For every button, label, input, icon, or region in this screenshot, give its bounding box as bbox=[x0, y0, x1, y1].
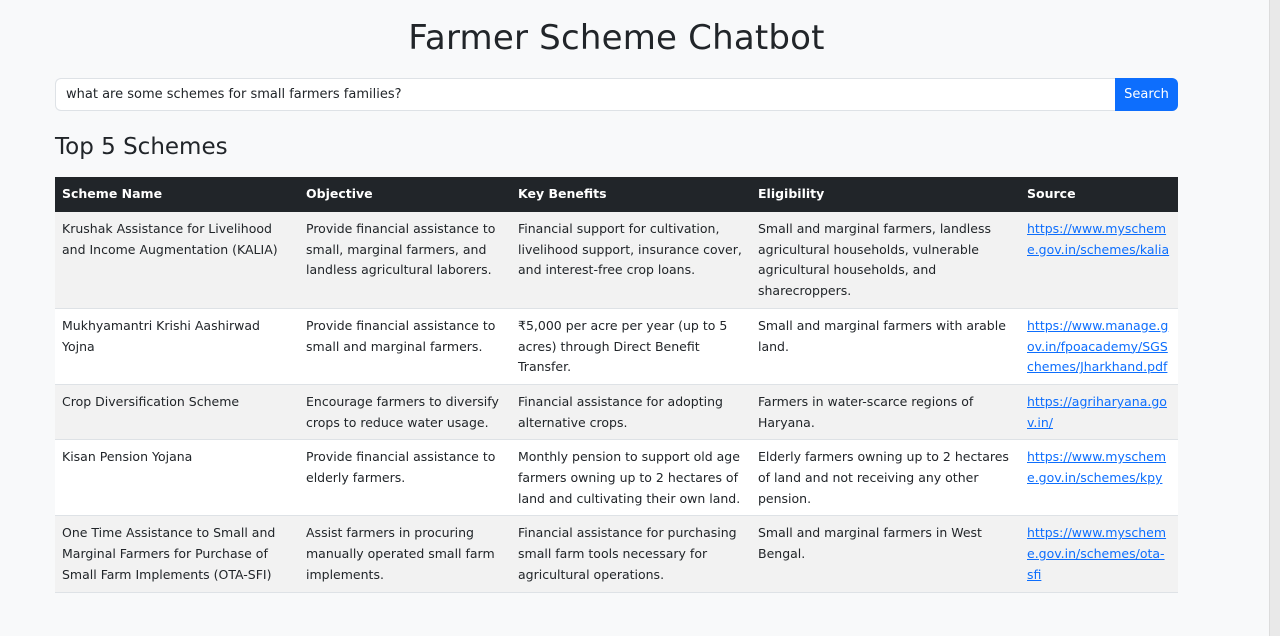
table-header-row: Scheme Name Objective Key Benefits Eligi… bbox=[55, 177, 1178, 212]
table-row: Crop Diversification Scheme Encourage fa… bbox=[55, 384, 1178, 441]
objective-cell: Provide financial assistance to elderly … bbox=[299, 439, 511, 517]
search-button[interactable]: Search bbox=[1115, 78, 1178, 111]
eligibility-cell: Small and marginal farmers with arable l… bbox=[751, 308, 1020, 385]
page-scrollbar[interactable] bbox=[1269, 0, 1280, 636]
scheme-name-cell: Mukhyamantri Krishi Aashirwad Yojna bbox=[55, 308, 299, 385]
source-cell: https://www.myscheme.gov.in/schemes/ota-… bbox=[1020, 515, 1178, 593]
source-link[interactable]: https://www.manage.gov.in/fpoacademy/SGS… bbox=[1027, 317, 1169, 375]
source-cell: https://agriharyana.gov.in/ bbox=[1020, 384, 1178, 441]
column-header-source: Source bbox=[1020, 177, 1178, 212]
eligibility-cell: Elderly farmers owning up to 2 hectares … bbox=[751, 439, 1020, 517]
source-cell: https://www.manage.gov.in/fpoacademy/SGS… bbox=[1020, 308, 1178, 385]
objective-cell: Provide financial assistance to small, m… bbox=[299, 212, 511, 309]
scheme-name-cell: Kisan Pension Yojana bbox=[55, 439, 299, 517]
source-link[interactable]: https://www.myscheme.gov.in/schemes/kpy bbox=[1027, 449, 1167, 486]
search-form: Search bbox=[55, 78, 1178, 111]
source-link[interactable]: https://agriharyana.gov.in/ bbox=[1027, 393, 1167, 430]
column-header-key-benefits: Key Benefits bbox=[511, 177, 751, 212]
page-title: Farmer Scheme Chatbot bbox=[408, 18, 825, 58]
schemes-table: Scheme Name Objective Key Benefits Eligi… bbox=[55, 177, 1178, 593]
eligibility-cell: Farmers in water-scarce regions of Harya… bbox=[751, 384, 1020, 441]
table-header: Scheme Name Objective Key Benefits Eligi… bbox=[55, 177, 1178, 212]
table-row: Krushak Assistance for Livelihood and In… bbox=[55, 212, 1178, 309]
benefits-cell: Financial assistance for purchasing smal… bbox=[511, 515, 751, 593]
main-container: Farmer Scheme Chatbot Search Top 5 Schem… bbox=[55, 0, 1178, 593]
benefits-cell: Financial assistance for adopting altern… bbox=[511, 384, 751, 441]
scheme-name-cell: Krushak Assistance for Livelihood and In… bbox=[55, 212, 299, 309]
objective-cell: Provide financial assistance to small an… bbox=[299, 308, 511, 385]
column-header-eligibility: Eligibility bbox=[751, 177, 1020, 212]
scheme-name-cell: One Time Assistance to Small and Margina… bbox=[55, 515, 299, 593]
source-link[interactable]: https://www.myscheme.gov.in/schemes/kali… bbox=[1027, 221, 1170, 257]
benefits-cell: Financial support for cultivation, livel… bbox=[511, 212, 751, 309]
eligibility-cell: Small and marginal farmers in West Benga… bbox=[751, 515, 1020, 593]
column-header-objective: Objective bbox=[299, 177, 511, 212]
table-row: Kisan Pension Yojana Provide financial a… bbox=[55, 439, 1178, 517]
table-row: One Time Assistance to Small and Margina… bbox=[55, 515, 1178, 593]
source-link[interactable]: https://www.myscheme.gov.in/schemes/ota-… bbox=[1027, 525, 1167, 582]
benefits-cell: ₹5,000 per acre per year (up to 5 acres)… bbox=[511, 308, 751, 385]
column-header-scheme-name: Scheme Name bbox=[55, 177, 299, 212]
scheme-name-cell: Crop Diversification Scheme bbox=[55, 384, 299, 441]
benefits-cell: Monthly pension to support old age farme… bbox=[511, 439, 751, 517]
source-cell: https://www.myscheme.gov.in/schemes/kali… bbox=[1020, 212, 1178, 309]
search-input[interactable] bbox=[55, 78, 1115, 111]
objective-cell: Assist farmers in procuring manually ope… bbox=[299, 515, 511, 593]
results-heading: Top 5 Schemes bbox=[55, 134, 228, 160]
table-body: Krushak Assistance for Livelihood and In… bbox=[55, 212, 1178, 593]
table-row: Mukhyamantri Krishi Aashirwad Yojna Prov… bbox=[55, 308, 1178, 385]
source-cell: https://www.myscheme.gov.in/schemes/kpy bbox=[1020, 439, 1178, 517]
eligibility-cell: Small and marginal farmers, landless agr… bbox=[751, 212, 1020, 309]
objective-cell: Encourage farmers to diversify crops to … bbox=[299, 384, 511, 441]
